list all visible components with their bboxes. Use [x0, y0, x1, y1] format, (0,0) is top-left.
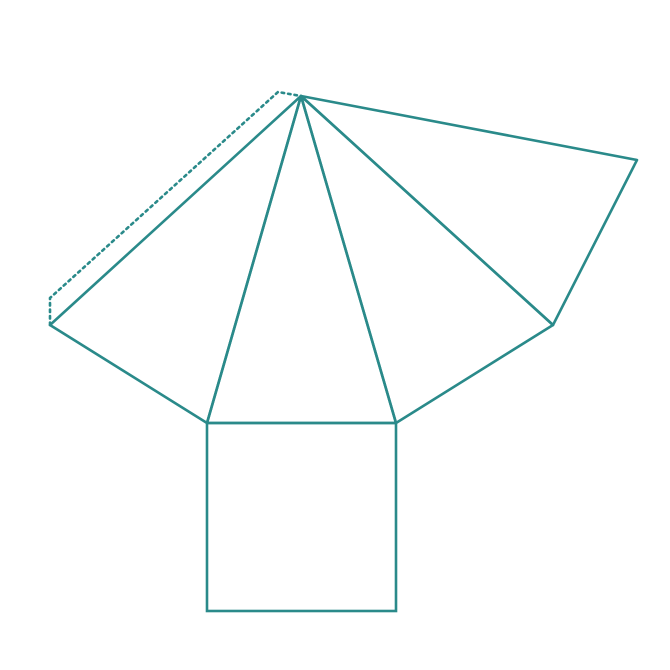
- dotted-glue-tab: [48, 90, 303, 327]
- right-inner-triangle-face: [299, 94, 555, 425]
- square-base: [205, 421, 398, 613]
- center-triangle-face: [205, 94, 398, 425]
- left-outer-triangle-face: [48, 94, 303, 425]
- right-outer-triangle-face: [299, 94, 639, 327]
